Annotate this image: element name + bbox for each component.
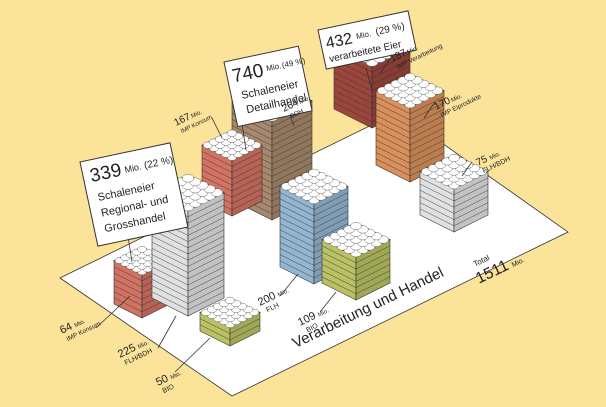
svg-text:Mio.: Mio. — [406, 45, 419, 56]
label-bio-50: 50 Mio. BIO — [154, 371, 183, 395]
stack-orange — [375, 73, 445, 183]
svg-text:Mio.: Mio. — [298, 95, 311, 106]
svg-text:75: 75 — [474, 154, 489, 169]
svg-text:64: 64 — [58, 321, 74, 337]
svg-text:Mio.: Mio. — [317, 308, 330, 319]
stack-red-detail — [201, 129, 263, 217]
callout-detail-unit: Mio. — [265, 61, 282, 73]
svg-text:50: 50 — [154, 373, 170, 389]
label-bio-109: 109 Mio. BIO — [296, 308, 330, 334]
label-flh-bdh-225: 225 Mio. FLH/BDH — [116, 340, 153, 367]
callout-regional-unit: Mio. — [124, 161, 143, 174]
svg-text:Mio.: Mio. — [450, 93, 463, 104]
svg-text:Mio.: Mio. — [489, 151, 502, 162]
svg-text:BIO: BIO — [305, 322, 319, 334]
svg-text:Mio.: Mio. — [137, 340, 150, 351]
svg-text:BIO: BIO — [162, 383, 176, 395]
svg-text:Mio.: Mio. — [170, 371, 183, 382]
leader-lines — [95, 55, 473, 373]
label-imp-konsum-167: 167 Mio. IMP Konsum — [172, 109, 213, 135]
callout-detail: 740 Mio. (49 %) Schaleneier Detailhandel — [223, 45, 313, 128]
stack-green-bio109 — [321, 222, 391, 301]
svg-text:Mio.: Mio. — [277, 288, 290, 299]
svg-text:Mio.: Mio. — [190, 109, 203, 120]
callout-processed-unit: Mio. — [355, 29, 372, 41]
callout-regional: 339 Mio. (22 %) Schaleneier Regional- un… — [79, 142, 189, 247]
svg-text:Mio.: Mio. — [74, 319, 87, 330]
label-imp-konsum-64: 64 Mio. IMP Konsum — [58, 319, 102, 343]
callout-processed-amount: 432 — [324, 30, 354, 52]
stack-green-bio50 — [199, 296, 261, 347]
